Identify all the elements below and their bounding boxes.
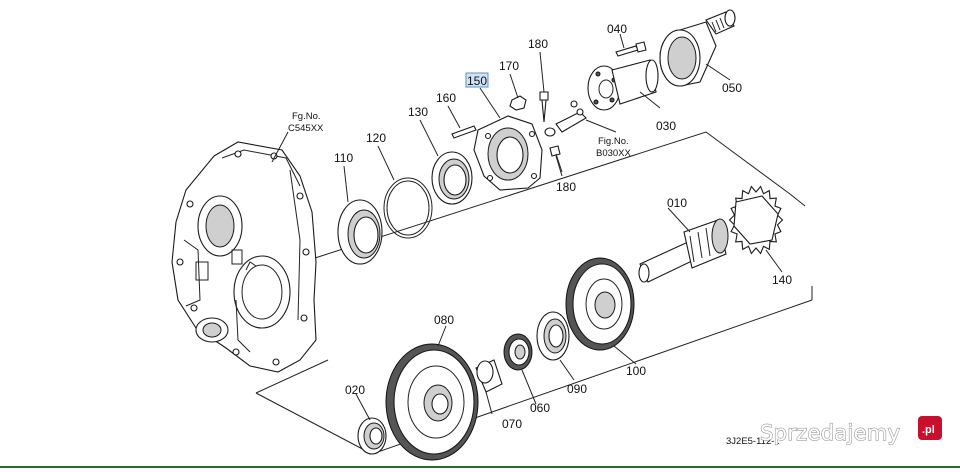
watermark-badge	[918, 416, 942, 440]
part-080-large-gear	[385, 343, 479, 461]
callout-150[interactable]: 150	[467, 74, 487, 88]
callout-180-lower[interactable]: 180	[556, 180, 576, 194]
part-070-collar-sleeve	[475, 359, 503, 393]
ref-c545-code[interactable]: C545XX	[288, 123, 324, 134]
ref-b030-code[interactable]: B030XX	[596, 148, 632, 159]
bottom-rule	[0, 466, 960, 468]
part-180-bolt-upper	[539, 91, 549, 123]
callout-040[interactable]: 040	[607, 22, 627, 36]
part-150-bearing-cover	[473, 115, 543, 191]
ref-c545-title: Fg.No.	[292, 111, 321, 122]
callout-030[interactable]: 030	[656, 119, 676, 133]
part-100-drive-gear	[565, 257, 635, 351]
part-040-bolt	[615, 41, 647, 57]
callout-120[interactable]: 120	[366, 131, 386, 145]
part-020-ball-bearing	[357, 417, 387, 455]
callout-160[interactable]: 160	[436, 91, 456, 105]
callout-130[interactable]: 130	[408, 105, 428, 119]
callout-070[interactable]: 070	[502, 417, 522, 431]
watermark: Sprzedajemy .pl	[759, 416, 942, 446]
part-170-nut	[509, 95, 527, 111]
callout-020[interactable]: 020	[345, 383, 365, 397]
watermark-text: Sprzedajemy	[760, 421, 900, 445]
callout-140[interactable]: 140	[772, 273, 792, 287]
part-010-gear-shaft	[638, 218, 729, 283]
part-120-o-ring	[383, 177, 433, 239]
callout-180-upper[interactable]: 180	[528, 37, 548, 51]
callout-150-highlight	[465, 72, 489, 88]
part-180-bolt-lower	[549, 145, 563, 173]
part-030-flange-hub	[587, 59, 659, 111]
gear-case-housing	[171, 141, 317, 373]
part-130-retainer-ring	[431, 151, 473, 205]
shaft-subassembly-b030	[544, 100, 587, 137]
callout-050[interactable]: 050	[722, 81, 742, 95]
diagram-code: 3J2E5-112-1	[726, 436, 780, 447]
callout-010[interactable]: 010	[667, 196, 687, 210]
callout-090[interactable]: 090	[567, 382, 587, 396]
part-110-oil-seal	[337, 199, 383, 265]
part-160-stud-bolt	[451, 125, 477, 139]
part-050-output-shaft	[659, 9, 736, 87]
ref-b030-title: Fig.No.	[598, 136, 629, 147]
callout-110[interactable]: 110	[334, 151, 353, 165]
watermark-suffix: .pl	[922, 424, 935, 436]
leader-lines	[271, 33, 783, 421]
part-140-sprocket	[728, 185, 784, 255]
callout-080[interactable]: 080	[434, 313, 454, 327]
callout-170[interactable]: 170	[499, 59, 519, 73]
part-090-taper-bearing	[536, 311, 570, 361]
part-060-pinion-gear	[503, 333, 533, 371]
callout-100[interactable]: 100	[626, 364, 646, 378]
callout-060[interactable]: 060	[530, 401, 550, 415]
